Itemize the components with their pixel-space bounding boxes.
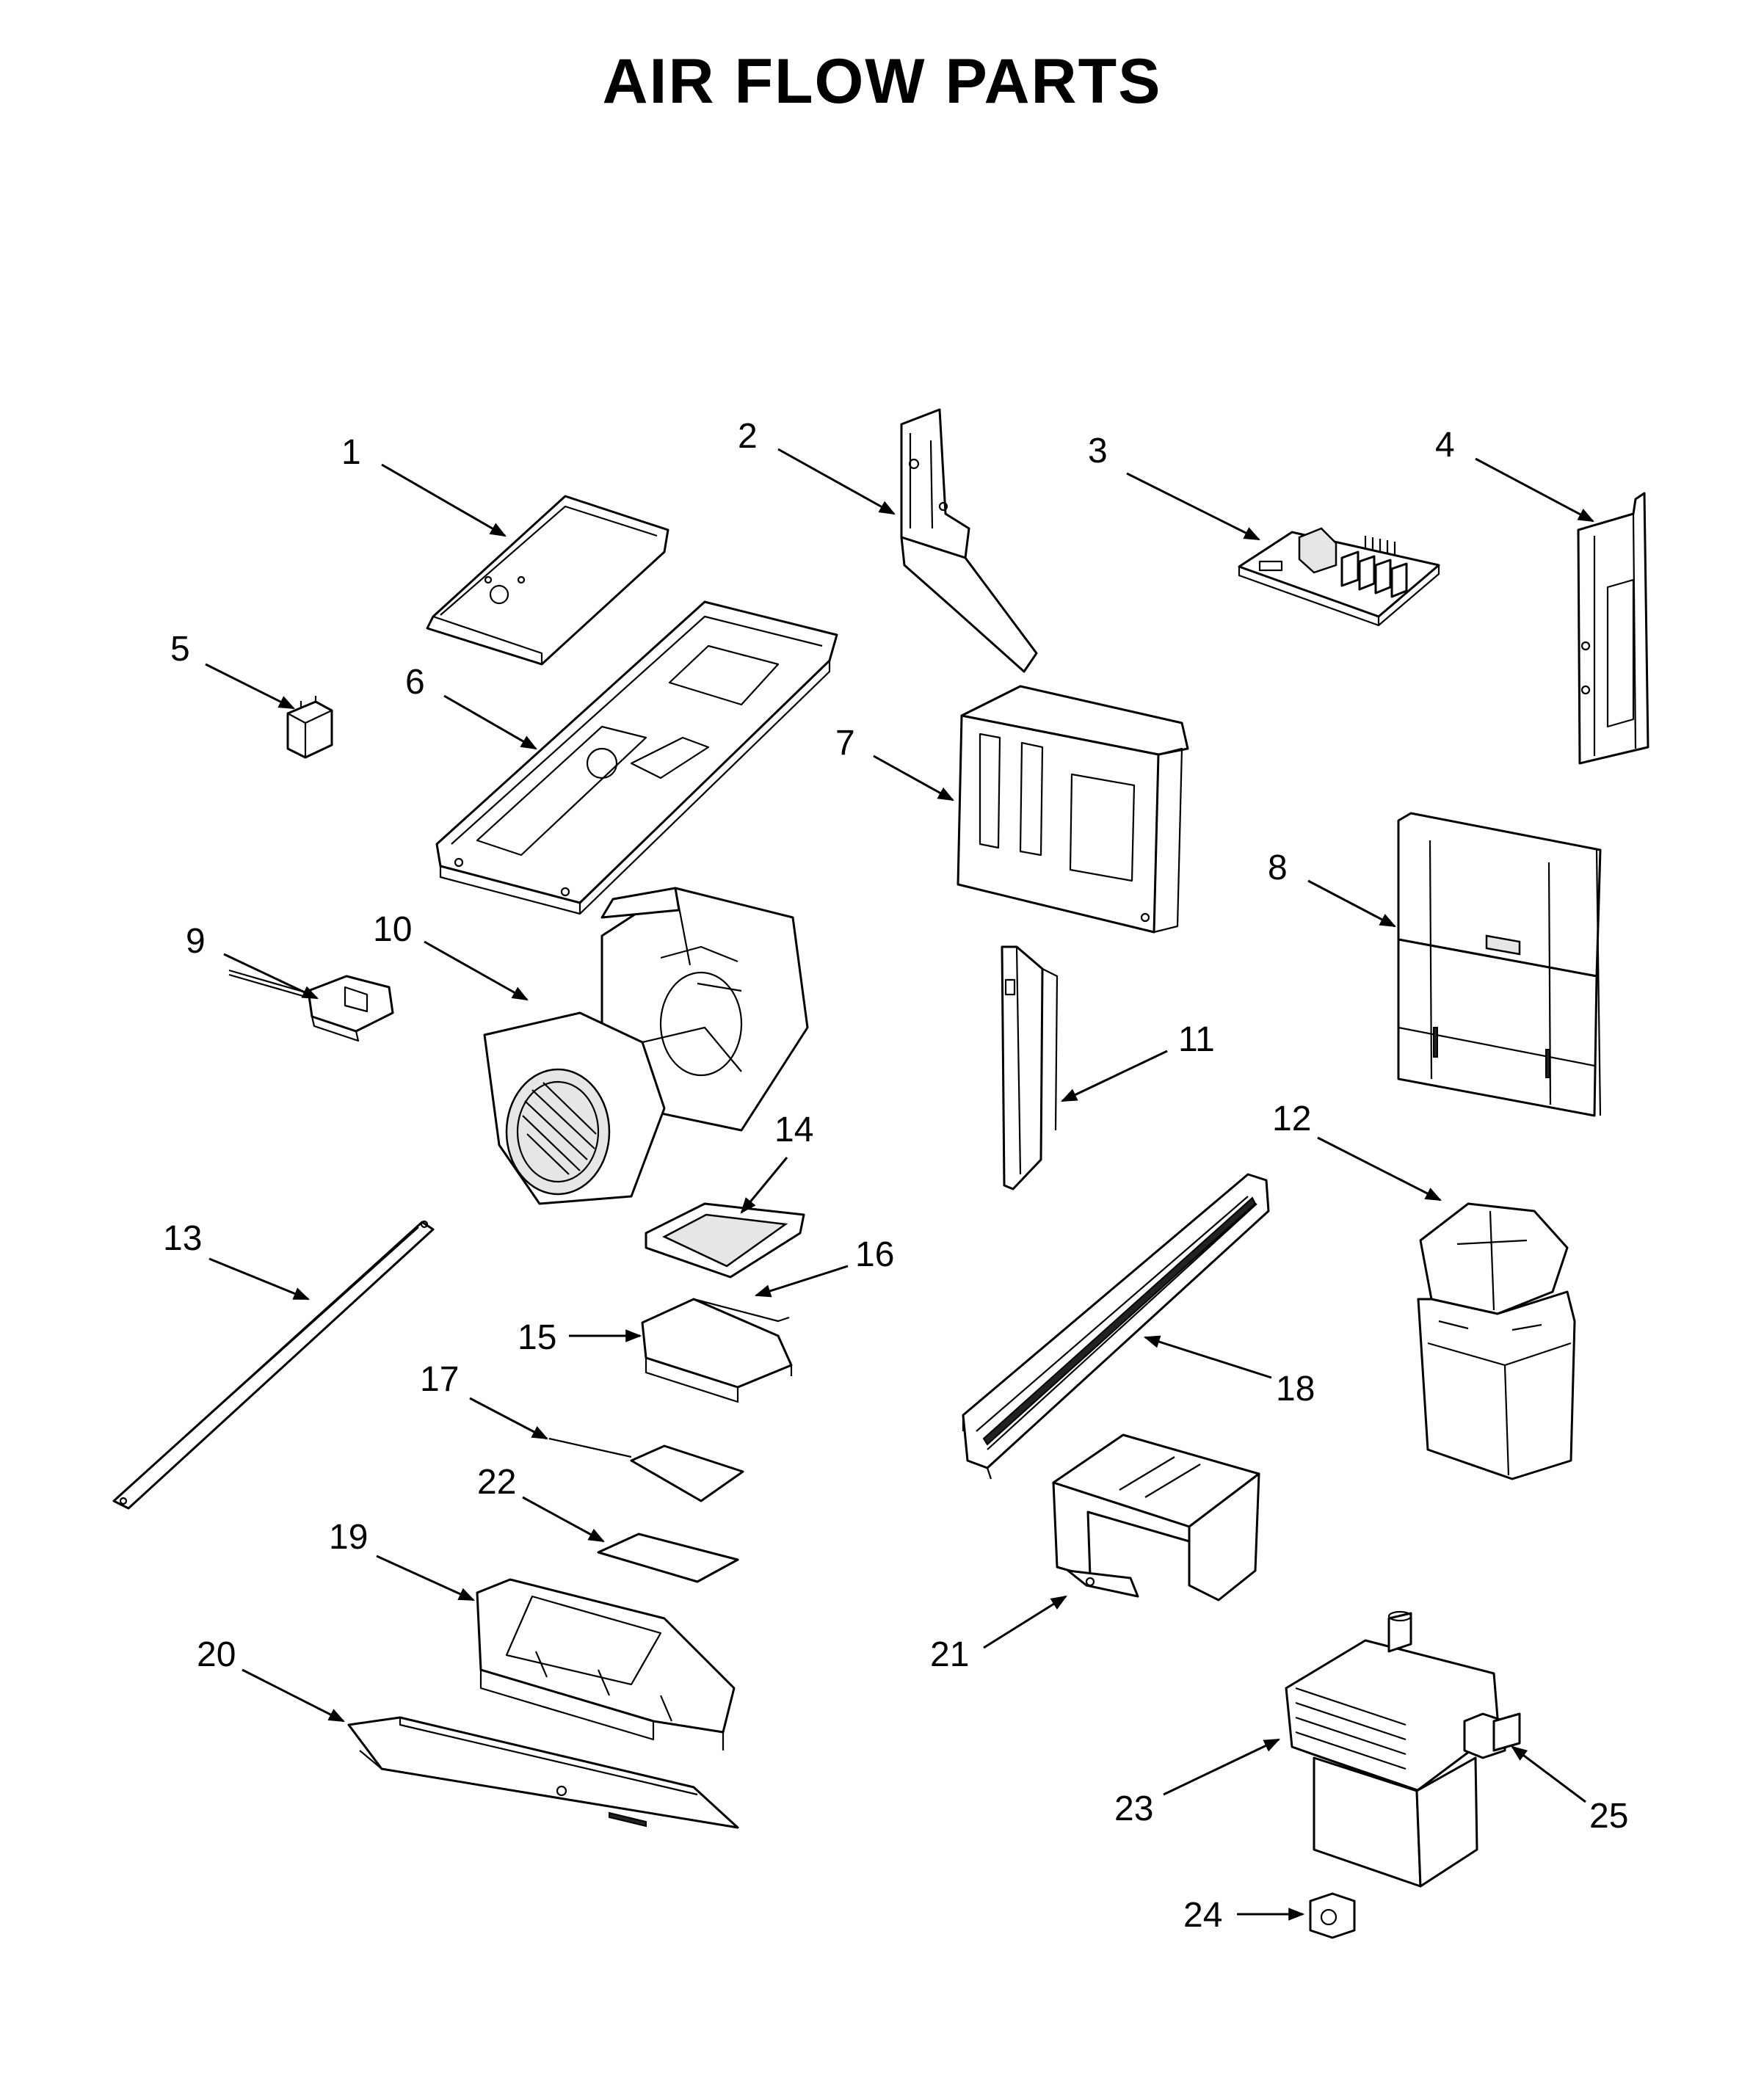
leader-3 — [1126, 472, 1260, 541]
callout-9: 9 — [186, 922, 206, 961]
callout-12: 12 — [1272, 1099, 1311, 1138]
callout-3: 3 — [1088, 432, 1108, 470]
leader-1 — [381, 463, 507, 537]
part-5-capacitor — [286, 696, 333, 759]
page-title: AIR FLOW PARTS — [602, 46, 1162, 117]
part-17-sensor — [548, 1437, 744, 1502]
part-9-switch — [228, 969, 394, 1042]
callout-23: 23 — [1114, 1789, 1153, 1828]
callout-5: 5 — [170, 630, 190, 669]
callout-22: 22 — [477, 1463, 516, 1502]
part-18-frame — [962, 1173, 1270, 1480]
leader-20 — [242, 1668, 345, 1723]
part-7-panel — [957, 685, 1189, 934]
part-8-rear-panel — [1397, 812, 1602, 1117]
callout-13: 13 — [163, 1219, 202, 1258]
callout-numbers: 1 2 3 4 5 6 7 8 9 10 11 12 13 14 15 16 1… — [163, 417, 1628, 1935]
part-15-channel — [641, 1298, 793, 1403]
part-6-duct — [435, 600, 838, 915]
leader-17 — [469, 1397, 548, 1440]
callout-16: 16 — [855, 1235, 894, 1274]
leader-11 — [1061, 1050, 1168, 1102]
leader-12 — [1317, 1136, 1442, 1202]
leader-21 — [983, 1595, 1067, 1649]
part-11-strip — [1001, 945, 1059, 1190]
part-20-shield — [347, 1716, 739, 1829]
callout-18: 18 — [1276, 1370, 1315, 1408]
callout-21: 21 — [930, 1635, 969, 1674]
callout-4: 4 — [1435, 426, 1455, 465]
leader-19 — [376, 1555, 476, 1602]
part-3-board — [1238, 527, 1440, 627]
part-24-clip — [1309, 1892, 1356, 1939]
leader-5 — [205, 663, 295, 710]
leader-25 — [1511, 1745, 1586, 1803]
part-2-bracket — [900, 408, 1038, 673]
callout-7: 7 — [835, 724, 855, 763]
leader-14 — [740, 1157, 788, 1214]
callout-10: 10 — [373, 910, 412, 949]
callout-15: 15 — [518, 1318, 556, 1357]
callout-17: 17 — [420, 1360, 459, 1399]
leader-8 — [1307, 879, 1396, 928]
callout-25: 25 — [1589, 1797, 1628, 1836]
callout-11: 11 — [1178, 1020, 1215, 1059]
callout-19: 19 — [329, 1518, 368, 1557]
part-21-bracket-box — [1052, 1433, 1260, 1602]
callout-1: 1 — [341, 433, 361, 472]
part-23-magnetron — [1285, 1610, 1521, 1888]
leader-lines — [205, 448, 1594, 1921]
leader-9 — [223, 953, 319, 1000]
part-22-sheet — [597, 1533, 739, 1583]
leader-6 — [443, 694, 537, 750]
callout-20: 20 — [197, 1635, 236, 1674]
callout-14: 14 — [774, 1110, 813, 1149]
callout-8: 8 — [1268, 848, 1288, 887]
leader-2 — [777, 448, 896, 515]
part-10-blower — [483, 887, 809, 1205]
leader-16 — [754, 1265, 849, 1298]
leader-18 — [1143, 1335, 1272, 1379]
leader-7 — [873, 755, 954, 801]
part-4-side-panel — [1577, 492, 1649, 765]
leader-4 — [1475, 457, 1594, 523]
part-12-motor — [1417, 1202, 1576, 1480]
leader-13 — [208, 1257, 311, 1301]
callout-24: 24 — [1183, 1896, 1222, 1935]
part-14-vent — [645, 1202, 805, 1279]
callout-2: 2 — [738, 417, 758, 456]
leader-23 — [1163, 1738, 1280, 1796]
leader-10 — [424, 940, 529, 1001]
part-13-rail — [112, 1220, 435, 1510]
part-1-cover — [426, 495, 669, 666]
callout-6: 6 — [405, 663, 425, 702]
leader-22 — [522, 1496, 605, 1543]
part-19-housing — [476, 1578, 736, 1751]
